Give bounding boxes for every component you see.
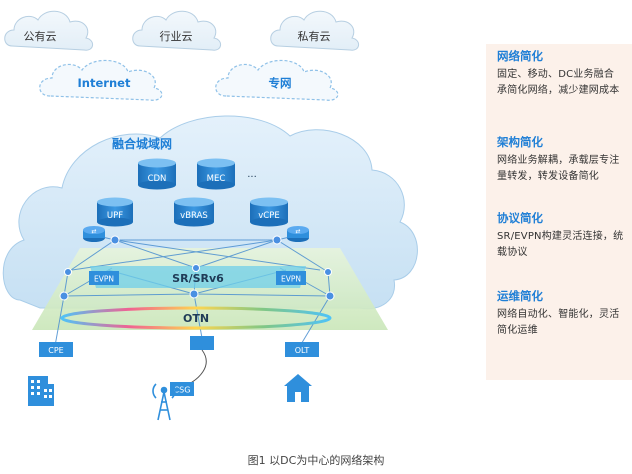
cloud-private: 私有云	[270, 10, 359, 51]
panel-title: 架构简化	[497, 135, 543, 149]
panel-title: 网络简化	[497, 49, 543, 63]
cloud-public: 公有云	[4, 10, 93, 51]
svg-text:⇄: ⇄	[91, 228, 96, 235]
panel-body: SR/EVPN构建灵活连接，统载协议	[497, 231, 624, 258]
csg-link	[184, 349, 207, 387]
panel-body: 固定、移动、DC业务融合承简化网络，减少建网成本	[497, 69, 620, 96]
panel-body: 网络业务解耦，承载层专注量转发，转发设备简化	[497, 155, 620, 182]
cloud-dedicated: 专网	[215, 59, 339, 101]
device-olt-label: OLT	[295, 346, 310, 355]
device-cpe: CPE	[39, 342, 73, 357]
figure-caption: 图1 以DC为中心的网络架构	[247, 454, 385, 467]
device-cpe-label: CPE	[48, 346, 63, 355]
router-icon-left: ⇄	[83, 226, 105, 242]
house-icon	[284, 374, 312, 402]
node-cdn: CDN	[138, 158, 176, 190]
cloud-internet: Internet	[39, 59, 163, 101]
evpn-right-label: EVPN	[281, 275, 301, 284]
cloud-internet-label: Internet	[78, 76, 131, 90]
cloud-industry: 行业云	[132, 10, 221, 51]
panel-title: 协议简化	[497, 211, 543, 225]
svg-text:⇄: ⇄	[295, 228, 300, 235]
panel-body: 网络自动化、智能化，灵活简化运维	[497, 309, 620, 336]
cloud-industry-label: 行业云	[160, 30, 193, 43]
panel-network-simplification: 网络简化 固定、移动、DC业务融合承简化网络，减少建网成本	[486, 44, 632, 140]
node-mec-label: MEC	[207, 174, 226, 184]
evpn-right: EVPN	[276, 271, 306, 285]
otn-label: OTN	[183, 312, 209, 325]
network-node-dots	[59, 235, 335, 301]
cloud-public-label: 公有云	[24, 29, 57, 43]
otn-ring	[60, 306, 332, 330]
cell-tower-icon	[152, 383, 176, 421]
evpn-left-label: EVPN	[94, 275, 114, 284]
panel-ops-simplification: 运维简化 网络自动化、智能化，灵活简化运维	[486, 284, 632, 380]
panel-title: 运维简化	[497, 289, 543, 303]
device-top-middle	[190, 336, 214, 350]
node-upf: UPF	[97, 197, 133, 227]
node-upf-label: UPF	[107, 211, 123, 221]
node-vcpe-label: vCPE	[258, 211, 279, 221]
building-icon	[28, 376, 54, 406]
router-icon-right: ⇄	[287, 226, 309, 242]
evpn-left: EVPN	[89, 271, 119, 285]
node-vcpe: vCPE	[250, 197, 288, 227]
node-vbras-label: vBRAS	[180, 211, 208, 221]
cloud-dedicated-label: 专网	[269, 76, 292, 90]
node-vbras: vBRAS	[174, 197, 214, 227]
device-csg-label: CSG	[174, 386, 191, 395]
metro-network-title: 融合城域网	[112, 136, 172, 151]
sr-label: SR/SRv6	[172, 272, 224, 285]
node-mec: MEC	[197, 158, 235, 190]
sr-band	[90, 266, 306, 288]
device-olt: OLT	[285, 342, 319, 357]
cloud-private-label: 私有云	[298, 29, 331, 43]
node-cdn-label: CDN	[148, 174, 167, 184]
node-more: ···	[247, 172, 257, 183]
device-csg: CSG	[170, 382, 194, 396]
